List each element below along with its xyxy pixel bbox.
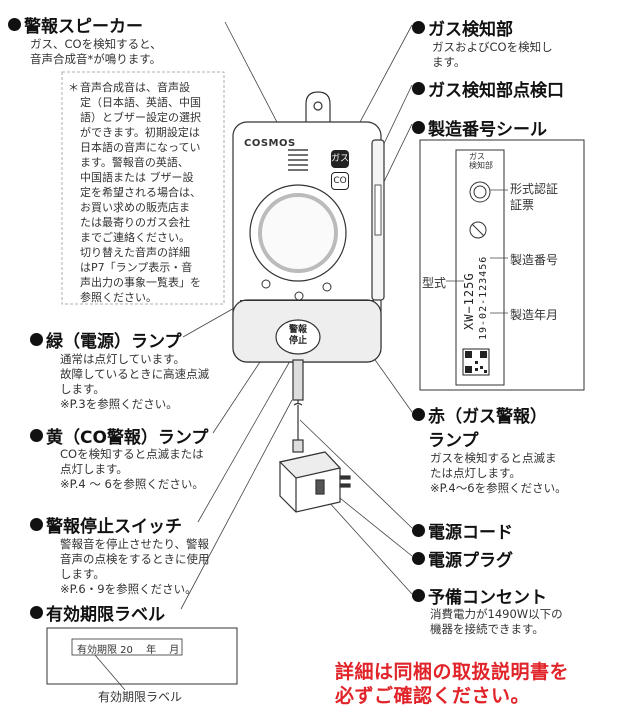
recycle-mark <box>469 221 487 239</box>
detector-label: ガス 検知部 <box>469 152 493 170</box>
bullet-icon <box>412 82 425 95</box>
bullet-icon <box>412 524 425 537</box>
cert-label-1: 形式認証 <box>510 182 559 196</box>
serial-label: 製造番号 <box>510 253 559 267</box>
power-cord-drawing <box>292 359 304 453</box>
red-lamp-desc: ガスを検知すると点滅ま たは点灯します。 ※P.4〜6を参照ください。 <box>430 451 567 495</box>
stop-button-label-2: 停止 <box>288 336 307 346</box>
red-lamp-heading: 赤（ガス警報） <box>412 402 547 427</box>
model-code: XW−125G <box>462 272 476 330</box>
brand-logo: COSMOS <box>244 138 296 149</box>
footnote: ＊ 音声合成音は、音声設 定（日本語、英語、中国 語）とブザー設定の選択 ができ… <box>68 81 201 304</box>
bullet-icon <box>412 121 425 134</box>
notice-line-1: 詳細は同梱の取扱説明書を <box>335 661 570 683</box>
yellow-lamp-desc: COを検知すると点滅または 点灯します。 ※P.4 〜 6を参照ください。 <box>60 447 204 491</box>
sensor-window <box>249 184 347 282</box>
stop-button-label-1: 警報 <box>288 325 307 335</box>
spare-outlet-heading: 予備コンセント <box>412 583 547 608</box>
speaker-heading: 警報スピーカー <box>8 12 143 37</box>
notice-line-2: 必ずご確認ください。 <box>335 685 531 707</box>
gas-badge: ガス <box>331 150 349 168</box>
bullet-icon <box>412 21 425 34</box>
expiry-label-caption: 有効期限ラベル <box>98 690 183 704</box>
expiry-label-frame <box>46 627 238 685</box>
lamps <box>261 279 332 301</box>
device-hanger <box>305 91 331 122</box>
model-label: 型式 <box>422 276 447 290</box>
expiry-label-heading: 有効期限ラベル <box>30 600 165 625</box>
bullet-icon <box>30 518 43 531</box>
bullet-icon <box>412 589 425 602</box>
expiry-label-text: 有効期限 20 年 月 <box>77 645 180 656</box>
qr-code <box>462 348 490 376</box>
gas-sensor-heading: ガス検知部 <box>412 15 513 40</box>
bullet-icon <box>412 552 425 565</box>
expiry-label-sticker <box>71 638 183 656</box>
speaker-grille <box>288 149 308 171</box>
serial-seal-heading: 製造番号シール <box>412 115 547 140</box>
green-lamp-desc: 通常は点灯しています。 故障しているときに高速点滅 します。 ※P.3を参照くだ… <box>60 352 210 411</box>
green-lamp-heading: 緑（電源）ランプ <box>30 327 182 352</box>
stop-switch-desc: 警報音を停止させたり、警報 音声の点検をするときに使用 します。 ※P.6・9を… <box>60 537 210 596</box>
footnote-border <box>61 71 225 305</box>
asterisk-mark: ＊ <box>68 81 79 94</box>
red-lamp-heading-2: ランプ <box>428 431 479 451</box>
power-plug-heading: 電源プラグ <box>412 546 513 571</box>
cert-label-2: 証票 <box>510 198 535 212</box>
bullet-icon <box>8 18 21 31</box>
gas-sensor-desc: ガスおよびCOを検知し ます。 <box>432 40 553 69</box>
stop-button-shape <box>275 319 321 355</box>
date-label: 製造年月 <box>510 308 559 322</box>
yellow-lamp-heading: 黄（CO警報）ランプ <box>30 423 208 448</box>
spare-outlet-desc: 消費電力が1490W以下の 機器を接続できます。 <box>430 607 563 636</box>
speaker-desc: ガス、COを検知すると、 音声合成音*が鳴ります。 <box>30 37 162 66</box>
co-badge: CO <box>331 172 349 190</box>
cert-mark <box>469 181 491 203</box>
inspection-port-heading: ガス検知部点検口 <box>412 76 564 101</box>
serial-code: 19-02-123456 <box>478 255 489 340</box>
stop-switch-heading: 警報停止スイッチ <box>30 512 182 537</box>
stop-button[interactable]: 警報 停止 <box>282 325 314 347</box>
bullet-icon <box>30 429 43 442</box>
seal-sticker <box>455 149 505 386</box>
plug-drawing <box>278 451 351 513</box>
power-cord-heading: 電源コード <box>412 518 513 543</box>
bullet-icon <box>412 408 425 421</box>
bullet-icon <box>30 333 43 346</box>
bullet-icon <box>30 606 43 619</box>
